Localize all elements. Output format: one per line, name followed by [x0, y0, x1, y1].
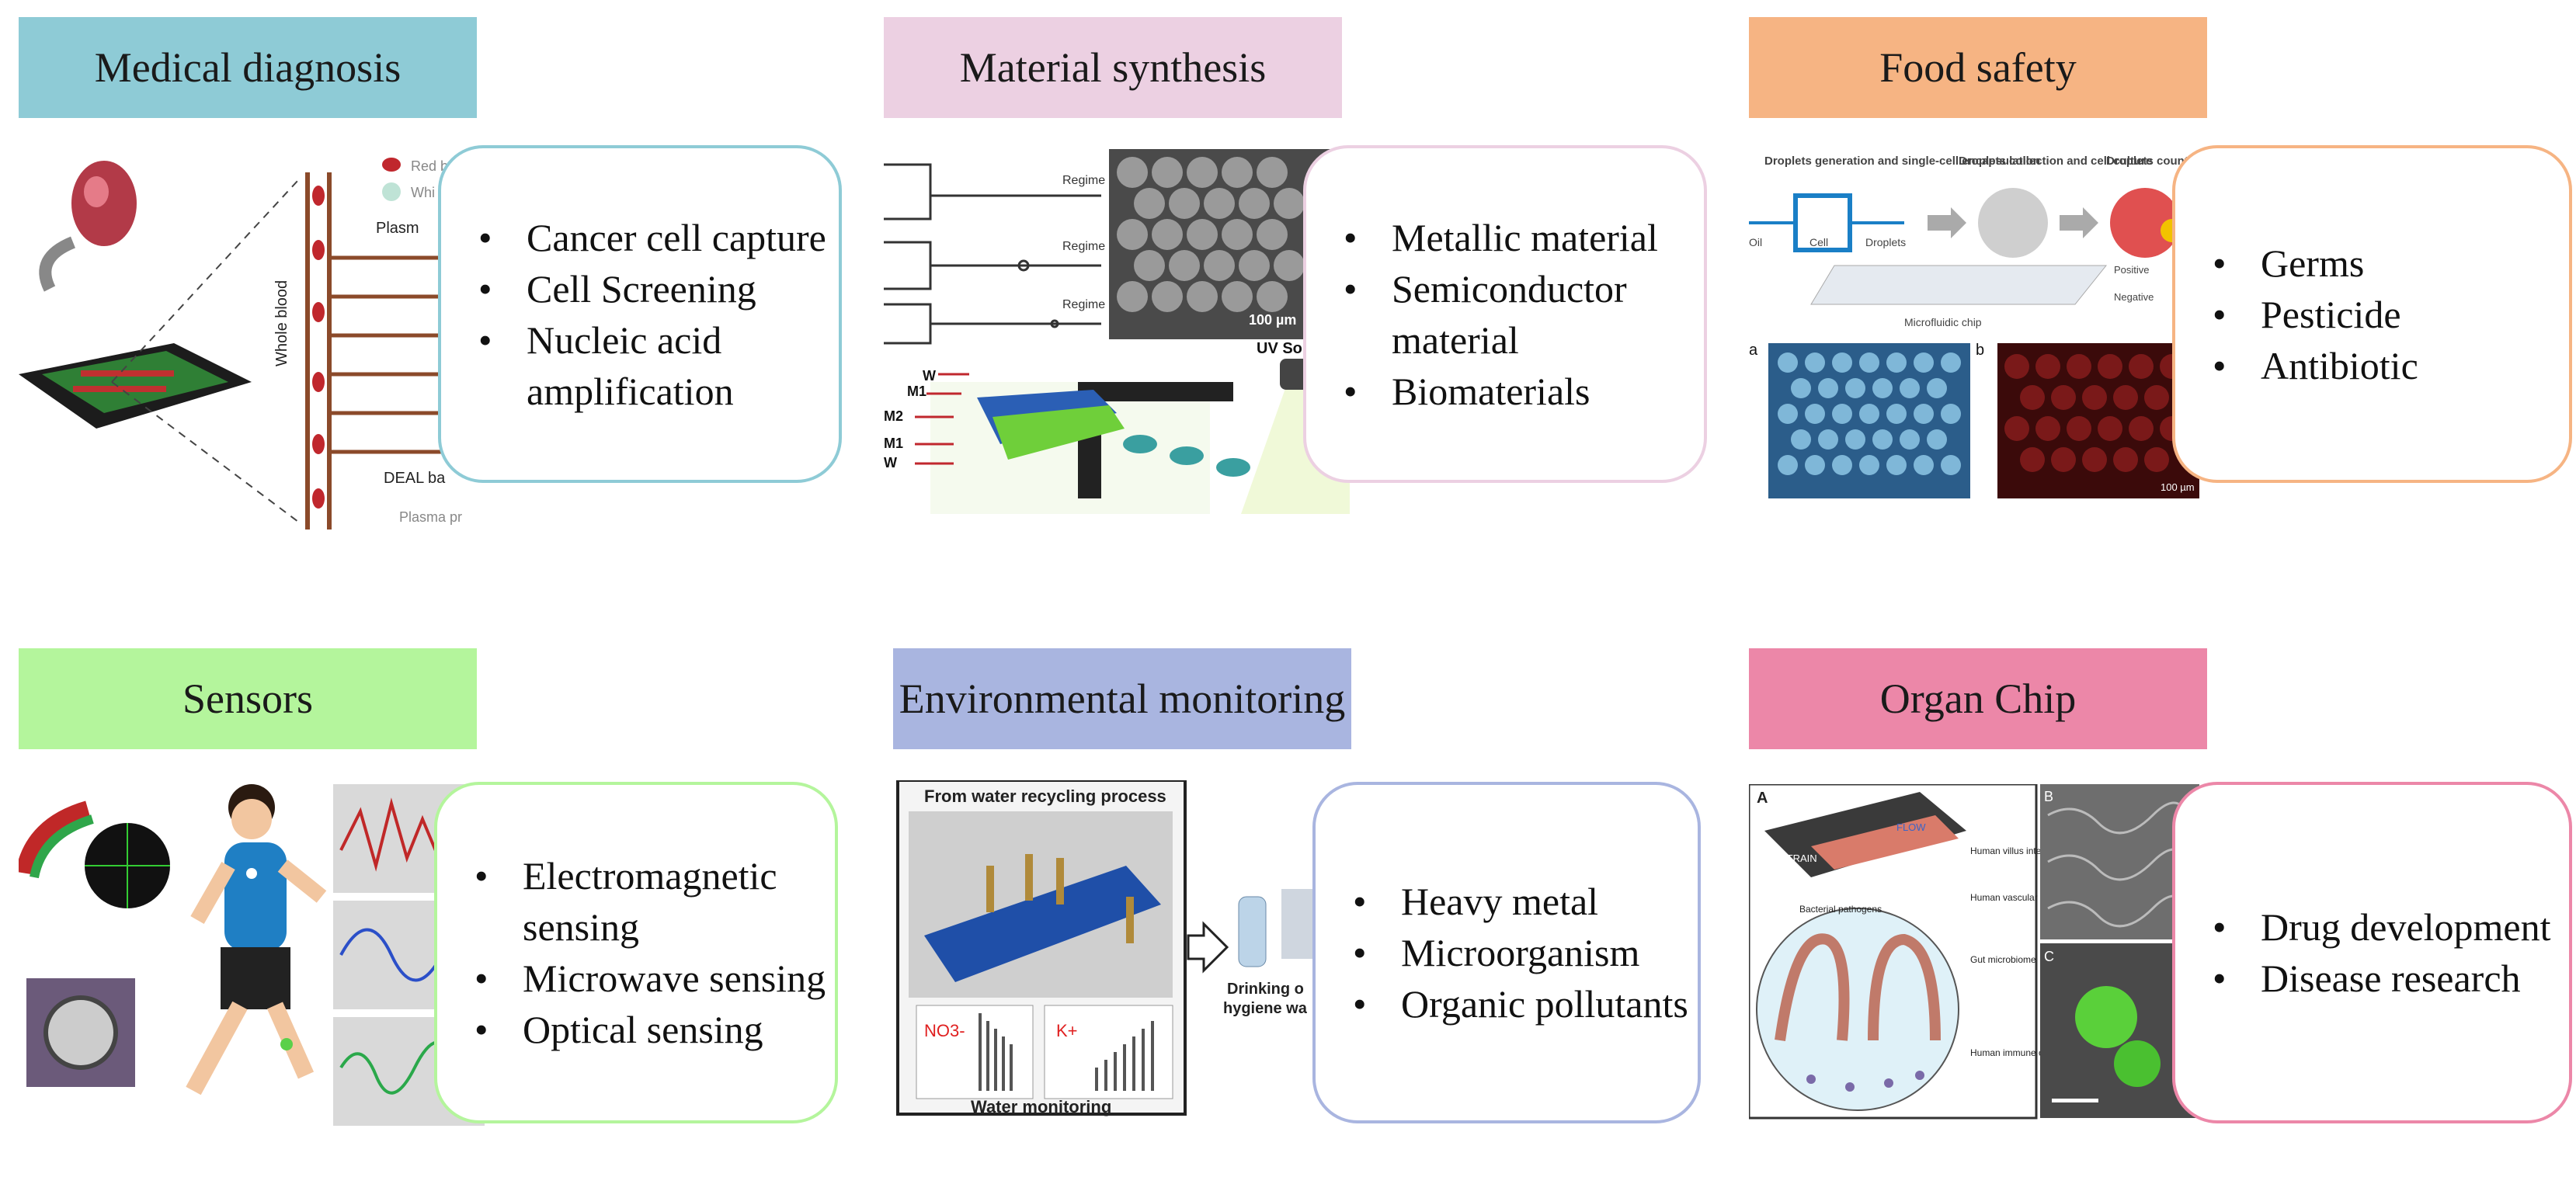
organ-chip-illustration: A STRAIN FLOW Bacterial pathogens Human …	[1749, 784, 2199, 1134]
droplet-cell-culture-figure: Droplets generation and single-cell enca…	[1749, 155, 2206, 498]
list-item: Heavy metal	[1347, 876, 1688, 927]
application-list: Drug development Disease research	[2206, 901, 2551, 1004]
figure-label: M2	[884, 408, 903, 424]
figure-label: Oil	[1749, 236, 1762, 248]
list-item: Antibiotic	[2206, 340, 2418, 391]
figure-label: From water recycling process	[924, 786, 1166, 806]
panel-food-safety: Food safety Droplets generation and sing…	[1749, 17, 2576, 553]
panel-title: Organ Chip	[1749, 648, 2207, 749]
application-list: Germs Pesticide Antibiotic	[2206, 238, 2418, 391]
panel-material-synthesis: Material synthesis Regime 1 Regime 2 Reg…	[884, 17, 1730, 553]
wearable-sensor-figure	[19, 784, 485, 1126]
figure-label: Droplets collection and cell culture	[1959, 155, 2152, 168]
figure-label: Water monitoring	[971, 1097, 1111, 1116]
figure-label: Whi	[411, 185, 435, 200]
application-list: Metallic material Semiconductor material…	[1337, 212, 1704, 417]
figure-label: A	[1757, 790, 1768, 807]
figure-label: Plasma pr	[399, 509, 462, 525]
figure-label: Negative	[2114, 291, 2154, 303]
list-item: Cell Screening	[472, 263, 839, 314]
figure-label: Regime 3	[1062, 298, 1116, 311]
list-item: Pesticide	[2206, 289, 2418, 340]
figure-label: M1	[884, 436, 903, 451]
figure-label: K+	[1056, 1021, 1078, 1040]
figure-label: Red b	[411, 158, 448, 174]
list-item: Germs	[2206, 238, 2418, 289]
application-list: Electromagnetic sensing Microwave sensin…	[468, 850, 835, 1055]
figure-label: Plasm	[376, 220, 419, 237]
sensors-illustration	[19, 780, 485, 1145]
figure-label: Human immune cells	[1970, 1047, 2057, 1058]
figure-label: Drinking o	[1227, 981, 1304, 998]
list-item: Cancer cell capture	[472, 212, 839, 263]
panel-title: Material synthesis	[884, 17, 1342, 118]
figure-label: STRAIN	[1780, 852, 1817, 864]
figure-label: Microfluidic chip	[1904, 316, 1982, 328]
figure-label: hygiene wa	[1223, 1000, 1308, 1017]
figure-label: B	[2044, 789, 2053, 804]
panel-title: Food safety	[1749, 17, 2207, 118]
medical-diagnosis-illustration: Red b Whi Plasm Whole blood DEAL ba Plas…	[19, 149, 485, 537]
figure-label: W	[923, 368, 936, 384]
figure-label: FLOW	[1896, 821, 1926, 833]
environmental-monitoring-illustration: From water recycling process NO3- K+ Wat…	[893, 780, 1328, 1149]
figure-label: Positive	[2114, 264, 2150, 276]
list-item: Nucleic acid amplification	[472, 314, 839, 417]
panel-title: Environmental monitoring	[893, 648, 1351, 749]
water-monitoring-chip-figure: From water recycling process NO3- K+ Wat…	[896, 780, 1328, 1116]
figure-label: W	[884, 455, 897, 470]
figure-label: Whole blood	[273, 280, 290, 366]
application-list: Cancer cell capture Cell Screening Nucle…	[472, 212, 839, 417]
panel-title: Sensors	[19, 648, 477, 749]
list-item: Disease research	[2206, 953, 2551, 1004]
application-list-box: Germs Pesticide Antibiotic	[2172, 145, 2572, 483]
list-item: Semiconductor material	[1337, 263, 1704, 366]
panel-title: Medical diagnosis	[19, 17, 477, 118]
figure-label: Droplets generation and single-cell enca…	[1764, 155, 2040, 168]
panel-organ-chip: Organ Chip A STRAIN FLOW Bacterial patho…	[1749, 648, 2576, 1184]
figure-label: 100 µm	[2161, 481, 2195, 493]
material-synthesis-illustration: Regime 1 Regime 2 Regime 3 100 µm UV Sou	[884, 149, 1350, 537]
application-list: Heavy metal Microorganism Organic pollut…	[1347, 876, 1688, 1029]
list-item: Microwave sensing	[468, 953, 835, 1004]
microfluidic-blood-chip-figure: Red b Whi Plasm Whole blood DEAL ba Plas…	[19, 158, 485, 530]
list-item: Microorganism	[1347, 927, 1688, 978]
application-list-box: Electromagnetic sensing Microwave sensin…	[434, 782, 838, 1123]
list-item: Organic pollutants	[1347, 978, 1688, 1029]
figure-label: Regime 2	[1062, 240, 1116, 253]
panel-medical-diagnosis: Medical diagnosis	[19, 17, 865, 553]
figure-label: C	[2044, 949, 2054, 964]
list-item: Biomaterials	[1337, 366, 1704, 417]
application-list-box: Cancer cell capture Cell Screening Nucle…	[438, 145, 842, 483]
list-item: Electromagnetic sensing	[468, 850, 835, 953]
droplet-synthesis-figure: Regime 1 Regime 2 Regime 3 100 µm UV Sou	[884, 149, 1350, 514]
application-list-box: Metallic material Semiconductor material…	[1303, 145, 1707, 483]
figure-label: Bacterial pathogens	[1799, 904, 1882, 915]
list-item: Metallic material	[1337, 212, 1704, 263]
application-list-box: Heavy metal Microorganism Organic pollut…	[1312, 782, 1701, 1123]
figure-label: b	[1976, 342, 1984, 359]
figure-label: Droplets	[1865, 236, 1906, 248]
panel-environmental-monitoring: Environmental monitoring From water recy…	[893, 648, 1740, 1184]
figure-label: Regime 1	[1062, 174, 1116, 187]
figure-label: Gut microbiome	[1970, 954, 2036, 965]
figure-label: 100 µm	[1249, 312, 1296, 328]
list-item: Optical sensing	[468, 1004, 835, 1055]
food-safety-illustration: Droplets generation and single-cell enca…	[1749, 149, 2215, 537]
figure-label: a	[1749, 342, 1758, 359]
panel-sensors: Sensors E	[19, 648, 865, 1184]
figure-label: NO3-	[924, 1021, 965, 1040]
list-item: Drug development	[2206, 901, 2551, 953]
figure-label: Cell	[1809, 236, 1828, 248]
figure-label: DEAL ba	[384, 470, 446, 487]
gut-on-chip-figure: A STRAIN FLOW Bacterial pathogens Human …	[1749, 784, 2199, 1120]
application-list-box: Drug development Disease research	[2172, 782, 2572, 1123]
figure-label: M1	[907, 384, 926, 399]
